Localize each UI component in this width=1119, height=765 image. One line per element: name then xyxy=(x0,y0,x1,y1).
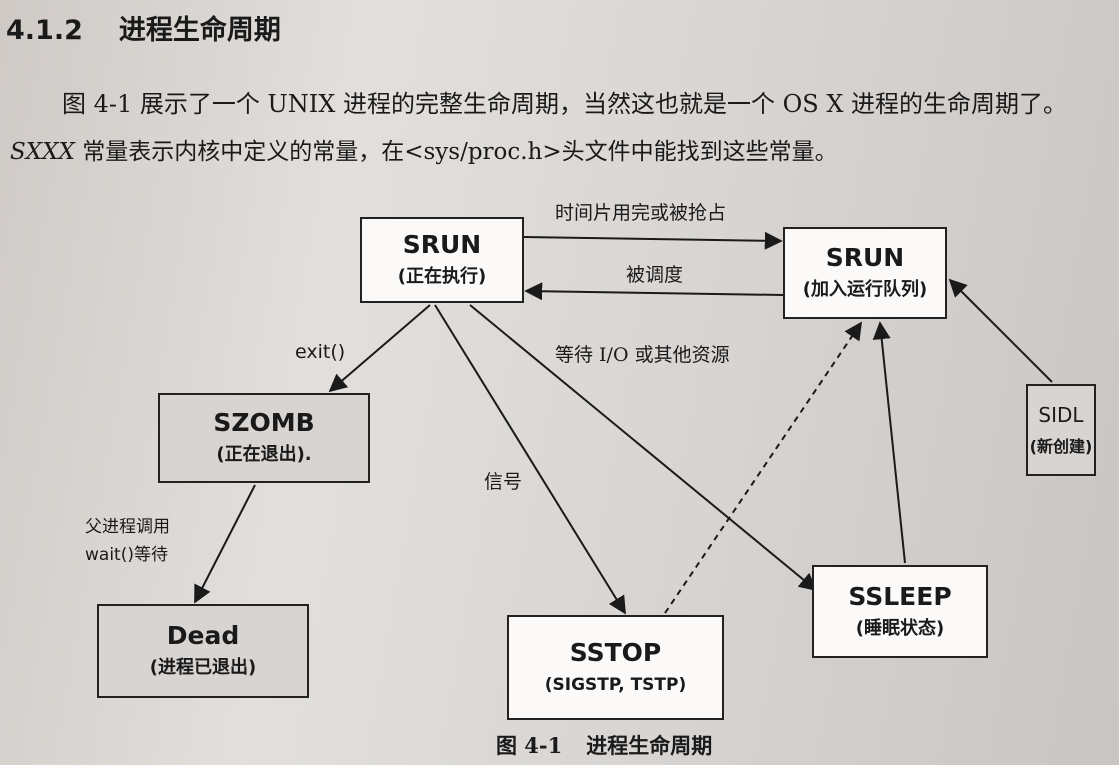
arrow-scheduled xyxy=(524,282,784,301)
figure-caption: 图 4-1 进程生命周期 xyxy=(496,730,712,760)
state-ssleep: SSLEEP (睡眠状态) xyxy=(812,565,988,658)
state-desc: (加入运行队列) xyxy=(802,279,928,300)
state-name: SSLEEP xyxy=(848,581,952,611)
state-desc: (进程已退出) xyxy=(149,657,257,678)
state-name: SZOMB xyxy=(213,408,315,437)
state-name: SIDL xyxy=(1038,403,1084,427)
figure-number: 图 4-1 xyxy=(496,733,563,758)
label-exit: exit() xyxy=(295,341,346,363)
arrow-parent-wait xyxy=(194,484,256,604)
arrow-wait-io xyxy=(469,304,818,592)
state-name: SRUN xyxy=(402,230,482,259)
section-number: 4.1.2 xyxy=(6,15,83,46)
section-heading: 4.1.2 进程生命周期 xyxy=(6,8,281,47)
state-name: SSTOP xyxy=(569,637,662,667)
paragraph-line-2-text: 常量表示内核中定义的常量，在<sys/proc.h>头文件中能找到这些常量。 xyxy=(74,139,838,165)
state-name: SRUN xyxy=(825,243,905,272)
arrow-ssleep-wake xyxy=(872,321,906,564)
paragraph-line-1: 图 4-1 展示了一个 UNIX 进程的完整生命周期，当然这也就是一个 OS X… xyxy=(62,90,1068,118)
state-sstop: SSTOP (SIGSTP, TSTP) xyxy=(507,615,724,720)
section-title: 进程生命周期 xyxy=(118,15,281,46)
label-wait-io: 等待 I/O 或其他资源 xyxy=(555,344,730,366)
arrow-exit xyxy=(328,304,431,393)
state-desc: (睡眠状态) xyxy=(855,617,945,639)
label-timeslice: 时间片用完或被抢占 xyxy=(555,202,727,224)
body-paragraph: 图 4-1 展示了一个 UNIX 进程的完整生命周期，当然这也就是一个 OS X… xyxy=(10,80,1119,176)
state-name: Dead xyxy=(166,621,240,650)
arrow-signal xyxy=(434,304,626,615)
arrow-sstop-resume xyxy=(664,321,863,614)
state-desc: (正在退出). xyxy=(216,444,312,465)
label-signal: 信号 xyxy=(484,471,523,493)
state-srun-queued: SRUN (加入运行队列) xyxy=(783,227,947,319)
arrow-sidl-enqueue xyxy=(948,278,1053,383)
state-srun-running: SRUN (正在执行) xyxy=(360,217,524,303)
state-sidl: SIDL (新创建) xyxy=(1026,384,1096,476)
figure-title: 进程生命周期 xyxy=(586,733,713,758)
arrow-timeslice xyxy=(523,231,783,250)
state-szomb: SZOMB (正在退出). xyxy=(158,393,370,483)
state-desc: (新创建) xyxy=(1029,437,1093,456)
state-dead: Dead (进程已退出) xyxy=(97,604,309,698)
label-scheduled: 被调度 xyxy=(626,264,684,286)
sxxx-term: SXXX xyxy=(10,139,75,165)
state-desc: (正在执行) xyxy=(397,266,487,287)
paragraph-line-2: SXXX 常量表示内核中定义的常量，在<sys/proc.h>头文件中能找到这些… xyxy=(10,128,1119,176)
label-parent-wait: 父进程调用 wait()等待 xyxy=(85,517,170,565)
state-desc: (SIGSTP, TSTP) xyxy=(544,674,687,695)
